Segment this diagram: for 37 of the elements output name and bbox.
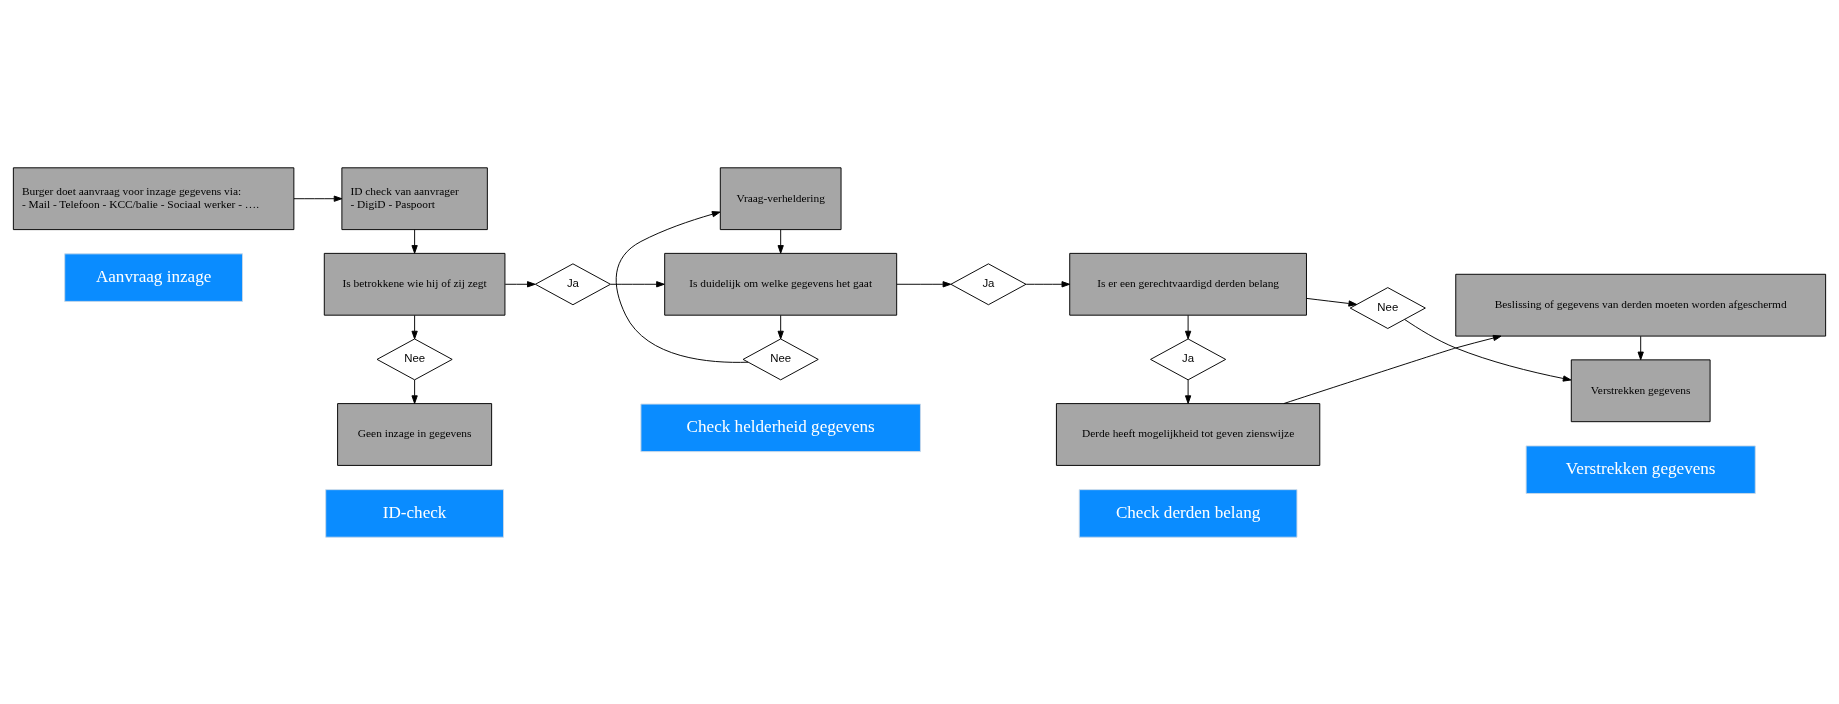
arrow xyxy=(1283,334,1502,404)
node-box: Burger doet aanvraag voor inzage gegevens via: - Mail - Telefoon - KCC/balie - Sociaal werker - …. xyxy=(12,166,295,230)
node-diamond: Ja xyxy=(534,262,611,305)
arrow xyxy=(777,228,784,254)
arrow xyxy=(293,195,343,202)
arrow xyxy=(411,379,418,404)
node-box: Vraag-verheldering xyxy=(719,166,842,230)
arrow xyxy=(615,210,749,363)
node-diamond: Ja xyxy=(1150,337,1227,380)
arrow xyxy=(411,314,418,339)
node-box: Verstrekken gegevens xyxy=(1570,358,1711,422)
arrow xyxy=(1637,335,1644,360)
node-box: Geen inzage in gegevens xyxy=(337,402,493,466)
node-box: Is betrokkene wie hij of zij zegt xyxy=(323,252,506,316)
node-box: Aanvraag inzage xyxy=(64,252,243,302)
arrow xyxy=(1404,318,1572,382)
node-box: Check helderheid gegevens xyxy=(640,403,921,452)
node-diamond: Ja xyxy=(950,262,1027,305)
node-box: Derde heeft mogelijkheid tot geven zienswijze xyxy=(1055,402,1321,466)
arrow xyxy=(504,280,536,287)
node-box: ID check van aanvrager - DigiD - Paspoort xyxy=(341,166,488,230)
node-box: Beslissing of gegevens van derden moeten worden afgeschermd xyxy=(1455,273,1827,337)
arrow xyxy=(1184,314,1192,339)
node-box: ID-check xyxy=(325,488,504,538)
node-box: Check derden belang xyxy=(1078,488,1298,538)
arrow xyxy=(610,280,665,287)
node-diamond: Nee xyxy=(376,337,453,380)
arrow xyxy=(1306,297,1357,307)
arrow xyxy=(411,228,418,254)
arrow xyxy=(896,280,952,287)
node-box: Verstrekken gegevens xyxy=(1525,444,1756,494)
node-box: Is er een gerechtvaardigd derden belang xyxy=(1069,252,1307,316)
arrow xyxy=(1184,379,1192,404)
node-box: Is duidelijk om welke gegevens het gaat xyxy=(664,252,898,316)
node-diamond: Nee xyxy=(742,337,819,380)
arrow xyxy=(777,314,784,339)
arrow xyxy=(1025,280,1071,287)
